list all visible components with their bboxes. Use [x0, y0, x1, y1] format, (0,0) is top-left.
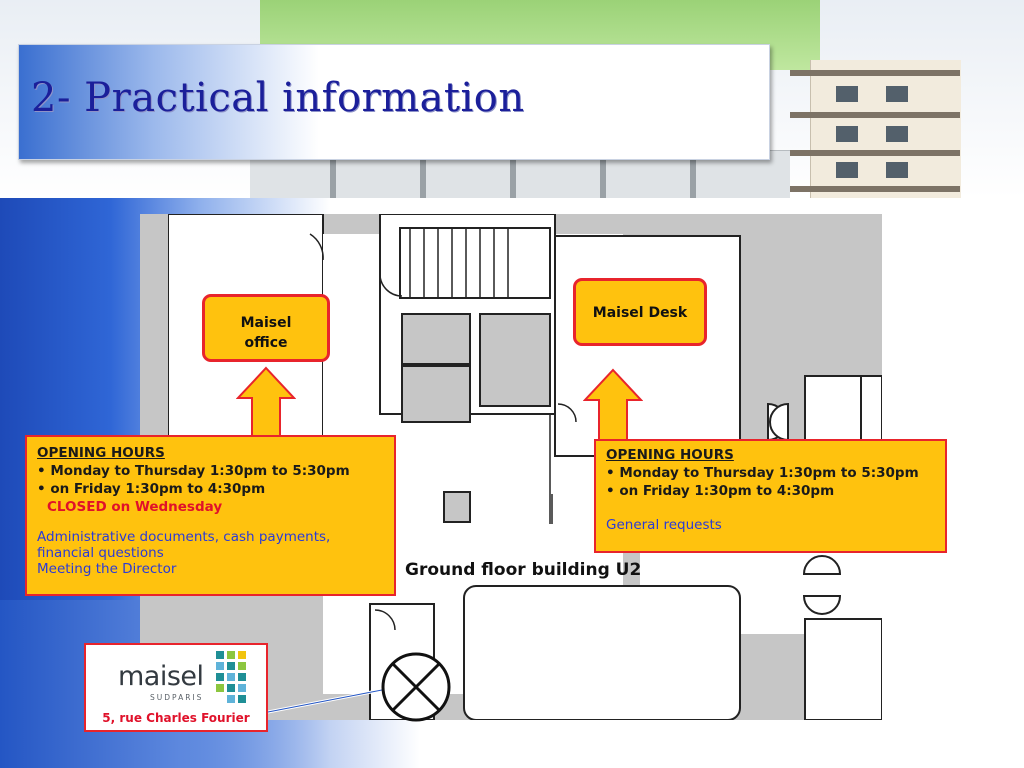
maisel-office-line2: office [244, 335, 288, 351]
office-services-3: Meeting the Director [37, 561, 177, 577]
logo-wordmark: maisel [118, 661, 204, 692]
address-text: 5, rue Charles Fourier [102, 711, 250, 725]
office-closed-note: CLOSED on Wednesday [47, 499, 223, 515]
maisel-office-tag: Maisel office [202, 294, 330, 362]
maisel-desk-label: Maisel Desk [592, 305, 688, 321]
office-services-1: Administrative documents, cash payments, [37, 529, 331, 545]
desk-hours-weekdays: • Monday to Thursday 1:30pm to 5:30pm [606, 465, 919, 481]
desk-services: General requests [606, 517, 722, 533]
office-hours-weekdays: • Monday to Thursday 1:30pm to 5:30pm [37, 463, 350, 479]
up-arrow-icon [583, 368, 643, 442]
logo-grid-icon [216, 651, 246, 703]
desk-hours-heading: OPENING HOURS [606, 447, 734, 463]
office-hours-box: OPENING HOURS • Monday to Thursday 1:30p… [25, 435, 396, 596]
office-hours-heading: OPENING HOURS [37, 445, 165, 461]
title-banner: 2- Practical information [18, 44, 770, 160]
office-hours-friday: • on Friday 1:30pm to 4:30pm [37, 481, 266, 497]
maisel-desk-tag: Maisel Desk [573, 278, 707, 346]
logo-subtitle: SUDPARIS [150, 693, 204, 702]
office-services-2: financial questions [37, 545, 164, 561]
maisel-office-line1: Maisel [240, 315, 292, 331]
plan-caption: Ground floor building U2 [405, 560, 642, 580]
up-arrow-icon [236, 366, 296, 438]
desk-hours-box: OPENING HOURS • Monday to Thursday 1:30p… [594, 439, 947, 553]
desk-hours-friday: • on Friday 1:30pm to 4:30pm [606, 483, 835, 499]
building-photo [0, 0, 1024, 198]
maisel-logo-box: maisel SUDPARIS 5, rue Charles Fourier [84, 643, 268, 732]
crossed-circle-icon [381, 652, 451, 722]
slide-title: 2- Practical information [31, 75, 525, 121]
